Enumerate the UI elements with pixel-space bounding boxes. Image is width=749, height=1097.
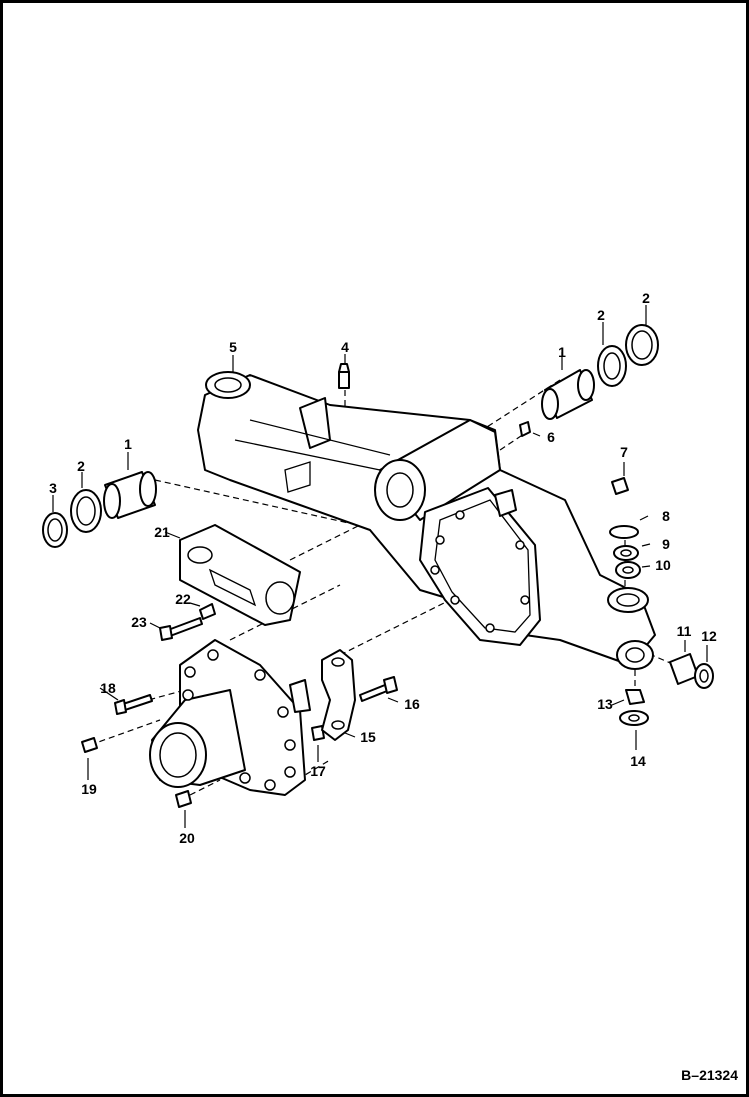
callout-1-left: 1 [124, 436, 132, 452]
callout-2-right-outer: 2 [642, 290, 650, 306]
right-hardware [519, 421, 714, 726]
callout-2-right-inner: 2 [597, 307, 605, 323]
callout-4: 4 [341, 339, 349, 355]
callout-19: 19 [81, 781, 97, 797]
leader-lines [52, 305, 708, 828]
callout-10: 10 [655, 557, 671, 573]
callout-20: 20 [179, 830, 195, 846]
axle-housing [197, 363, 656, 670]
callout-labels: 1 1 2 2 2 3 4 5 6 7 8 9 10 11 12 13 14 1… [49, 290, 717, 846]
right-pivot-bushings [541, 324, 659, 420]
callout-7: 7 [620, 444, 628, 460]
callout-17: 17 [310, 763, 326, 779]
spindle-flange [149, 639, 311, 796]
callout-21: 21 [154, 524, 170, 540]
callout-13: 13 [597, 696, 613, 712]
left-pivot-bushings [42, 471, 157, 548]
support-cap [321, 649, 356, 741]
callout-3: 3 [49, 480, 57, 496]
callout-9: 9 [662, 536, 670, 552]
bolts [81, 603, 398, 808]
mounting-bracket [179, 524, 301, 626]
callout-14: 14 [630, 753, 646, 769]
callout-5: 5 [229, 339, 237, 355]
callout-18: 18 [100, 680, 116, 696]
callout-12: 12 [701, 628, 717, 644]
callout-8: 8 [662, 508, 670, 524]
callout-2-left: 2 [77, 458, 85, 474]
callout-23: 23 [131, 614, 147, 630]
callout-6: 6 [547, 429, 555, 445]
callout-1-right: 1 [558, 344, 566, 360]
callout-16: 16 [404, 696, 420, 712]
callout-11: 11 [677, 623, 692, 639]
callout-15: 15 [360, 729, 376, 745]
figure-number: B–21324 [681, 1067, 738, 1083]
callout-22: 22 [175, 591, 191, 607]
